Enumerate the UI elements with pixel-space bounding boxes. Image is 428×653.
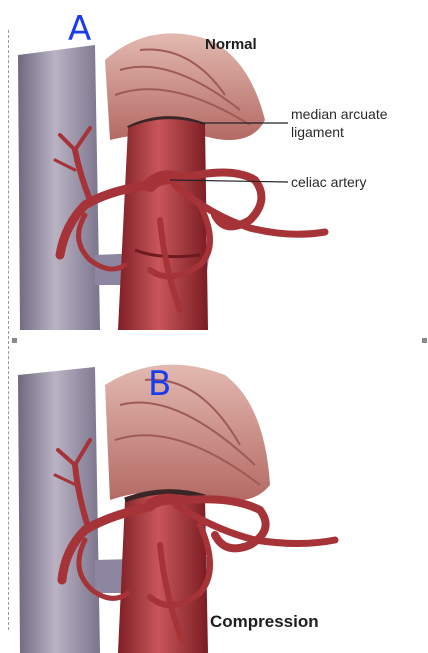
panel-letter-b: B xyxy=(148,367,171,401)
panel-compression: B Compression xyxy=(0,335,428,653)
ligament-label-line1: median arcuate xyxy=(291,106,388,123)
diaphragm-fibers xyxy=(105,365,270,501)
vena-cava xyxy=(18,367,100,653)
panel-letter-a: A xyxy=(68,12,91,46)
panel-normal: A Normal median arcuate ligament celiac … xyxy=(0,0,428,335)
compression-title: Compression xyxy=(210,612,319,632)
ligament-label-line2: ligament xyxy=(291,124,344,141)
celiac-artery-label: celiac artery xyxy=(291,174,366,191)
compression-anatomy-illustration xyxy=(0,335,428,653)
normal-title: Normal xyxy=(205,36,257,53)
celiac-trunk-compressed xyxy=(150,499,176,505)
